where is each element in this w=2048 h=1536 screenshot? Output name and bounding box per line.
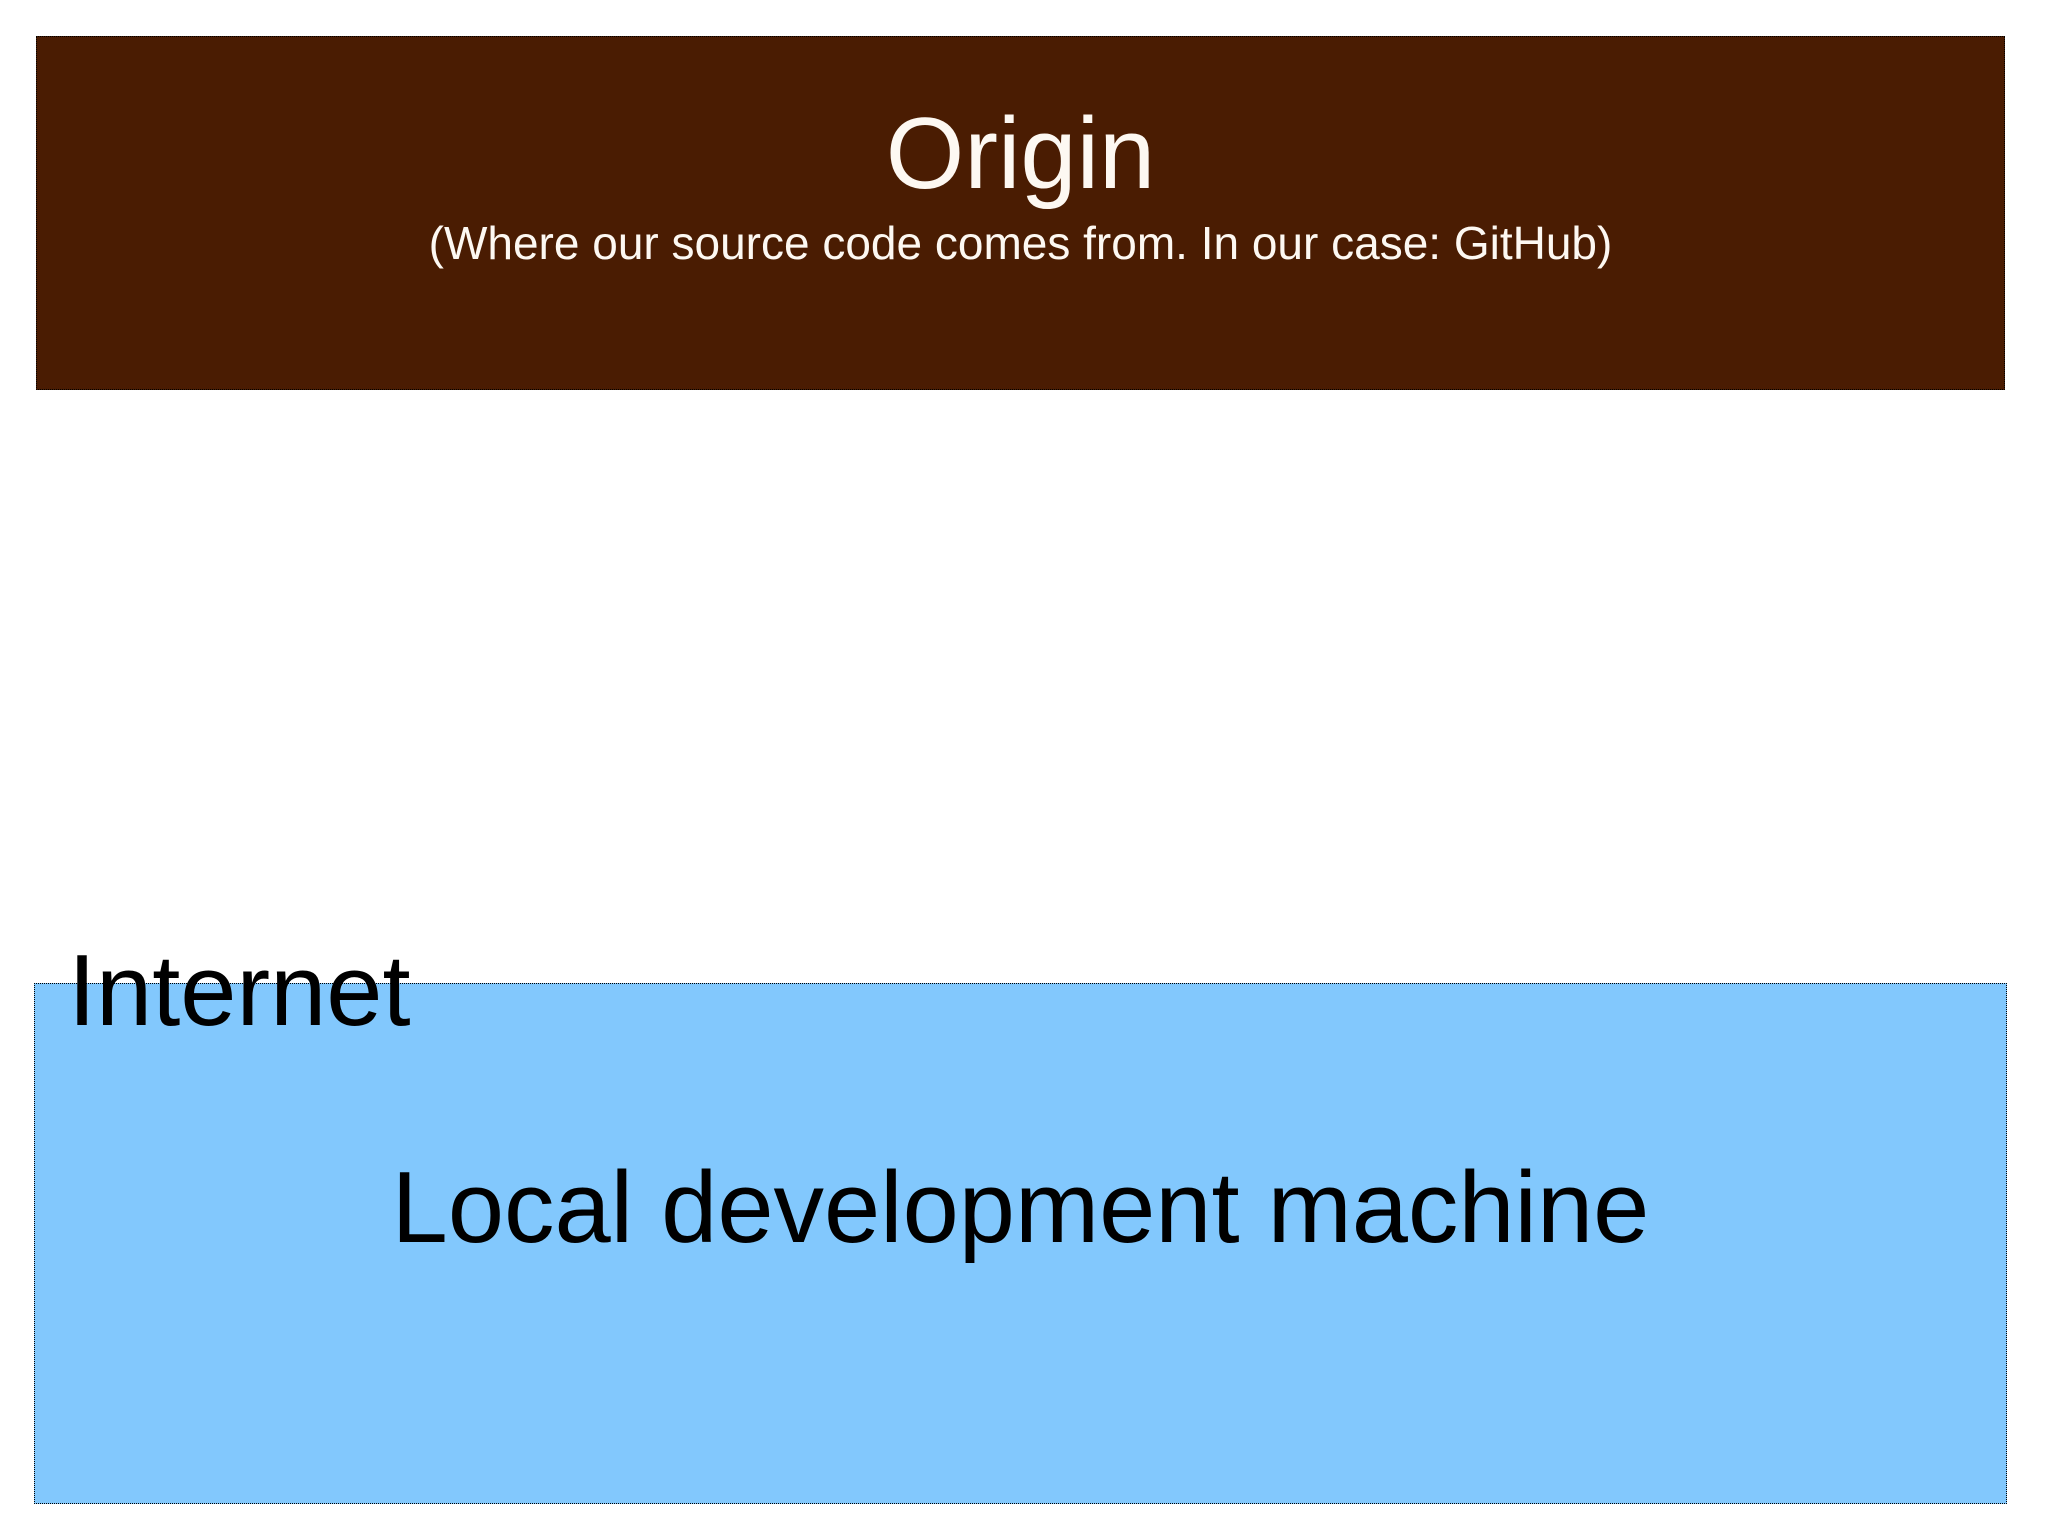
origin-node[interactable]: Origin (Where our source code comes from… (36, 36, 2005, 390)
local-machine-node[interactable]: Local development machine (34, 983, 2007, 1504)
internet-label: Internet (68, 935, 411, 1047)
origin-text-stack: Origin (Where our source code comes from… (37, 98, 2004, 270)
origin-title: Origin (885, 98, 1156, 210)
local-machine-title: Local development machine (391, 1152, 1650, 1264)
origin-subtitle: (Where our source code comes from. In ou… (428, 217, 1613, 270)
